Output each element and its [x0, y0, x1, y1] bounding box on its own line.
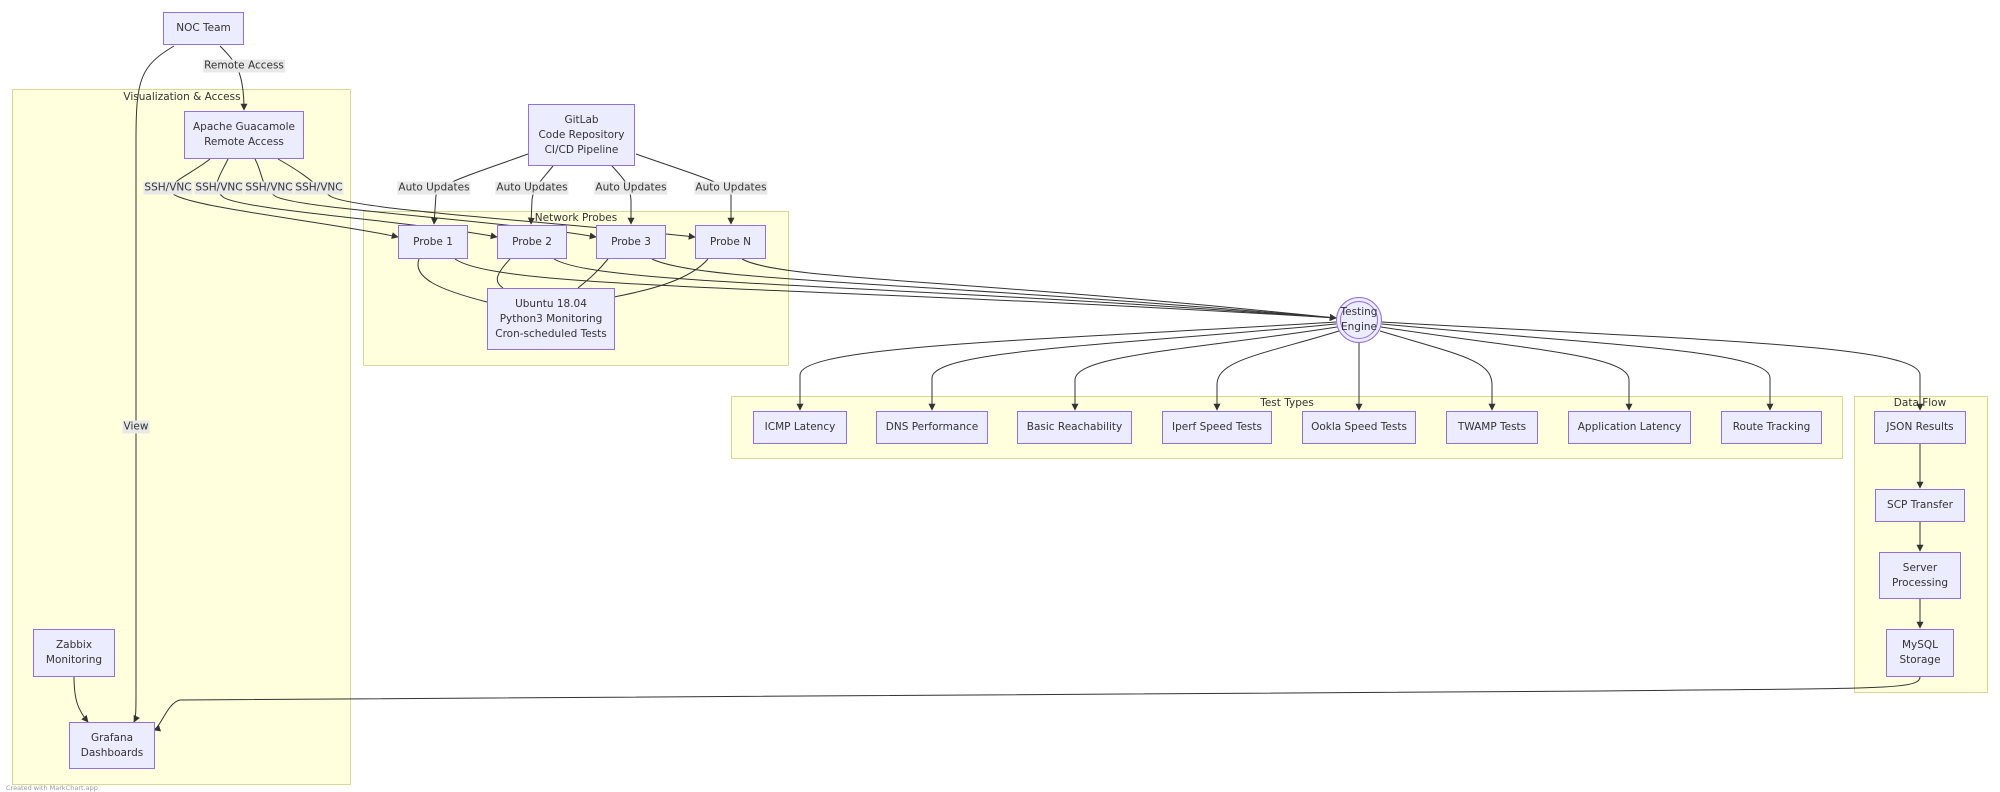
- node-scp-line-1: SCP Transfer: [1887, 499, 1953, 511]
- node-probe-1-line-1: Probe 1: [413, 235, 453, 248]
- node-ubuntu[interactable]: Ubuntu 18.04 Python3 Monitoring Cron-sch…: [487, 288, 615, 350]
- cluster-label-test-types: Test Types: [1260, 397, 1314, 409]
- edge-gitlab-probe2: [527, 165, 554, 225]
- node-probe-n-line-1: Probe N: [710, 235, 751, 248]
- node-iperf-line-1: Iperf Speed Tests: [1172, 421, 1262, 433]
- edge-engine-app: [1380, 326, 1633, 411]
- node-twamp-line-1: TWAMP Tests: [1457, 421, 1527, 433]
- node-probe-1[interactable]: Probe 1: [398, 225, 468, 259]
- node-guacamole-line-1: Apache Guacamole: [193, 121, 295, 133]
- node-grafana-dashboards[interactable]: Grafana Dashboards: [69, 722, 155, 769]
- edge-engine-iperf: [1213, 330, 1340, 411]
- node-dns-performance[interactable]: DNS Performance: [876, 411, 988, 444]
- node-guacamole-line-2: Remote Access: [204, 136, 284, 148]
- cluster-label-network-probes: Network Probes: [534, 212, 618, 224]
- node-noc-team-line-1: NOC Team: [176, 22, 231, 34]
- edge-probe1-engine: [454, 258, 1337, 322]
- node-probe-3-line-1: Probe 3: [611, 235, 651, 248]
- node-twamp-tests[interactable]: TWAMP Tests: [1446, 411, 1538, 444]
- node-icmp-line-1: ICMP Latency: [764, 421, 836, 433]
- node-dns-line-1: DNS Performance: [885, 421, 979, 433]
- node-server-line-1: Server: [1902, 561, 1938, 574]
- edge-label-remote-access: Remote Access: [203, 59, 285, 73]
- edge-label-view: View: [122, 420, 150, 434]
- node-mysql-line-1: MySQL: [1901, 639, 1939, 651]
- edge-engine-json: [1381, 321, 1924, 411]
- edge-probeN-ubuntu: [613, 258, 709, 298]
- edge-label-ssh-1: SSH/VNC: [143, 181, 193, 195]
- node-zabbix-line-2: Monitoring: [45, 654, 103, 666]
- edge-guac-probe1: [170, 158, 399, 240]
- node-route-tracking[interactable]: Route Tracking: [1721, 411, 1822, 444]
- node-ookla-line-1: Ookla Speed Tests: [1311, 421, 1407, 433]
- node-probe-2[interactable]: Probe 2: [497, 225, 567, 259]
- edge-zabbix-grafana: [73, 675, 89, 723]
- edge-probe2-engine: [553, 258, 1337, 322]
- edge-engine-route: [1381, 323, 1774, 411]
- node-gitlab-line-1: GitLab: [564, 113, 599, 126]
- node-ookla-speed-tests[interactable]: Ookla Speed Tests: [1302, 411, 1416, 444]
- edge-label-auto-updates-2: Auto Updates: [495, 181, 569, 195]
- edge-label-auto-updates-4: Auto Updates: [694, 181, 768, 195]
- edge-noc-guacamole: [219, 45, 248, 111]
- edge-label-auto-updates-3: Auto Updates: [594, 181, 668, 195]
- node-reachability-line-1: Basic Reachability: [1026, 421, 1123, 433]
- node-route-line-1: Route Tracking: [1732, 421, 1811, 433]
- edge-probe3-engine: [651, 258, 1337, 321]
- edge-probe2-ubuntu: [496, 258, 511, 289]
- node-gitlab-line-3: CI/CD Pipeline: [544, 143, 619, 156]
- footer-credit: Created with MarkChart.app: [6, 784, 98, 792]
- node-noc-team[interactable]: NOC Team: [163, 12, 244, 45]
- node-grafana-line-2: Dashboards: [80, 746, 144, 759]
- node-json-line-1: JSON Results: [1886, 421, 1954, 433]
- edge-label-ssh-4: SSH/VNC: [294, 181, 344, 195]
- edge-probe1-ubuntu: [417, 258, 488, 303]
- node-probe-3[interactable]: Probe 3: [596, 225, 666, 259]
- node-scp-transfer[interactable]: SCP Transfer: [1875, 489, 1965, 522]
- edge-engine-twamp: [1379, 330, 1496, 411]
- edge-probe3-ubuntu: [577, 258, 609, 289]
- edge-probeN-engine: [741, 258, 1337, 321]
- edge-label-ssh-3: SSH/VNC: [244, 181, 294, 195]
- edge-noc-grafana: [133, 45, 175, 723]
- cluster-label-visualization: Visualization & Access: [123, 91, 241, 103]
- edge-engine-icmp: [796, 321, 1337, 411]
- node-mysql-line-2: Storage: [1899, 654, 1941, 666]
- edge-engine-reach: [1071, 326, 1338, 411]
- node-iperf-speed-tests[interactable]: Iperf Speed Tests: [1162, 411, 1272, 444]
- node-testing-engine-line-2: Engine: [1341, 321, 1377, 333]
- node-zabbix-monitoring[interactable]: Zabbix Monitoring: [33, 629, 115, 677]
- node-zabbix-line-1: Zabbix: [55, 639, 93, 651]
- node-server-line-2: Processing: [1891, 576, 1949, 589]
- edge-mysql-grafana: [153, 676, 1921, 732]
- node-probe-n[interactable]: Probe N: [695, 225, 766, 259]
- node-probe-2-line-1: Probe 2: [512, 235, 552, 248]
- node-mysql-storage[interactable]: MySQL Storage: [1886, 629, 1954, 677]
- node-grafana-line-1: Grafana: [90, 731, 134, 744]
- node-icmp-latency[interactable]: ICMP Latency: [753, 411, 847, 444]
- edge-engine-dns: [928, 323, 1337, 411]
- edge-label-ssh-2: SSH/VNC: [194, 181, 244, 195]
- node-basic-reachability[interactable]: Basic Reachability: [1017, 411, 1132, 444]
- node-apache-guacamole[interactable]: Apache Guacamole Remote Access: [184, 111, 304, 159]
- node-json-results[interactable]: JSON Results: [1874, 411, 1966, 444]
- node-ubuntu-line-3: Cron-scheduled Tests: [495, 327, 607, 340]
- node-testing-engine[interactable]: Testing Engine: [1340, 301, 1378, 339]
- node-ubuntu-line-2: Python3 Monitoring: [499, 312, 603, 325]
- node-application-latency[interactable]: Application Latency: [1568, 411, 1691, 444]
- node-server-processing[interactable]: Server Processing: [1879, 552, 1961, 599]
- edge-gitlab-probe3: [611, 165, 635, 225]
- node-testing-engine-line-1: Testing: [1340, 306, 1378, 318]
- node-gitlab[interactable]: GitLab Code Repository CI/CD Pipeline: [528, 104, 635, 166]
- node-gitlab-line-2: Code Repository: [538, 128, 625, 141]
- edge-label-auto-updates-1: Auto Updates: [397, 181, 471, 195]
- node-ubuntu-line-1: Ubuntu 18.04: [515, 297, 587, 310]
- node-app-latency-line-1: Application Latency: [1577, 421, 1682, 433]
